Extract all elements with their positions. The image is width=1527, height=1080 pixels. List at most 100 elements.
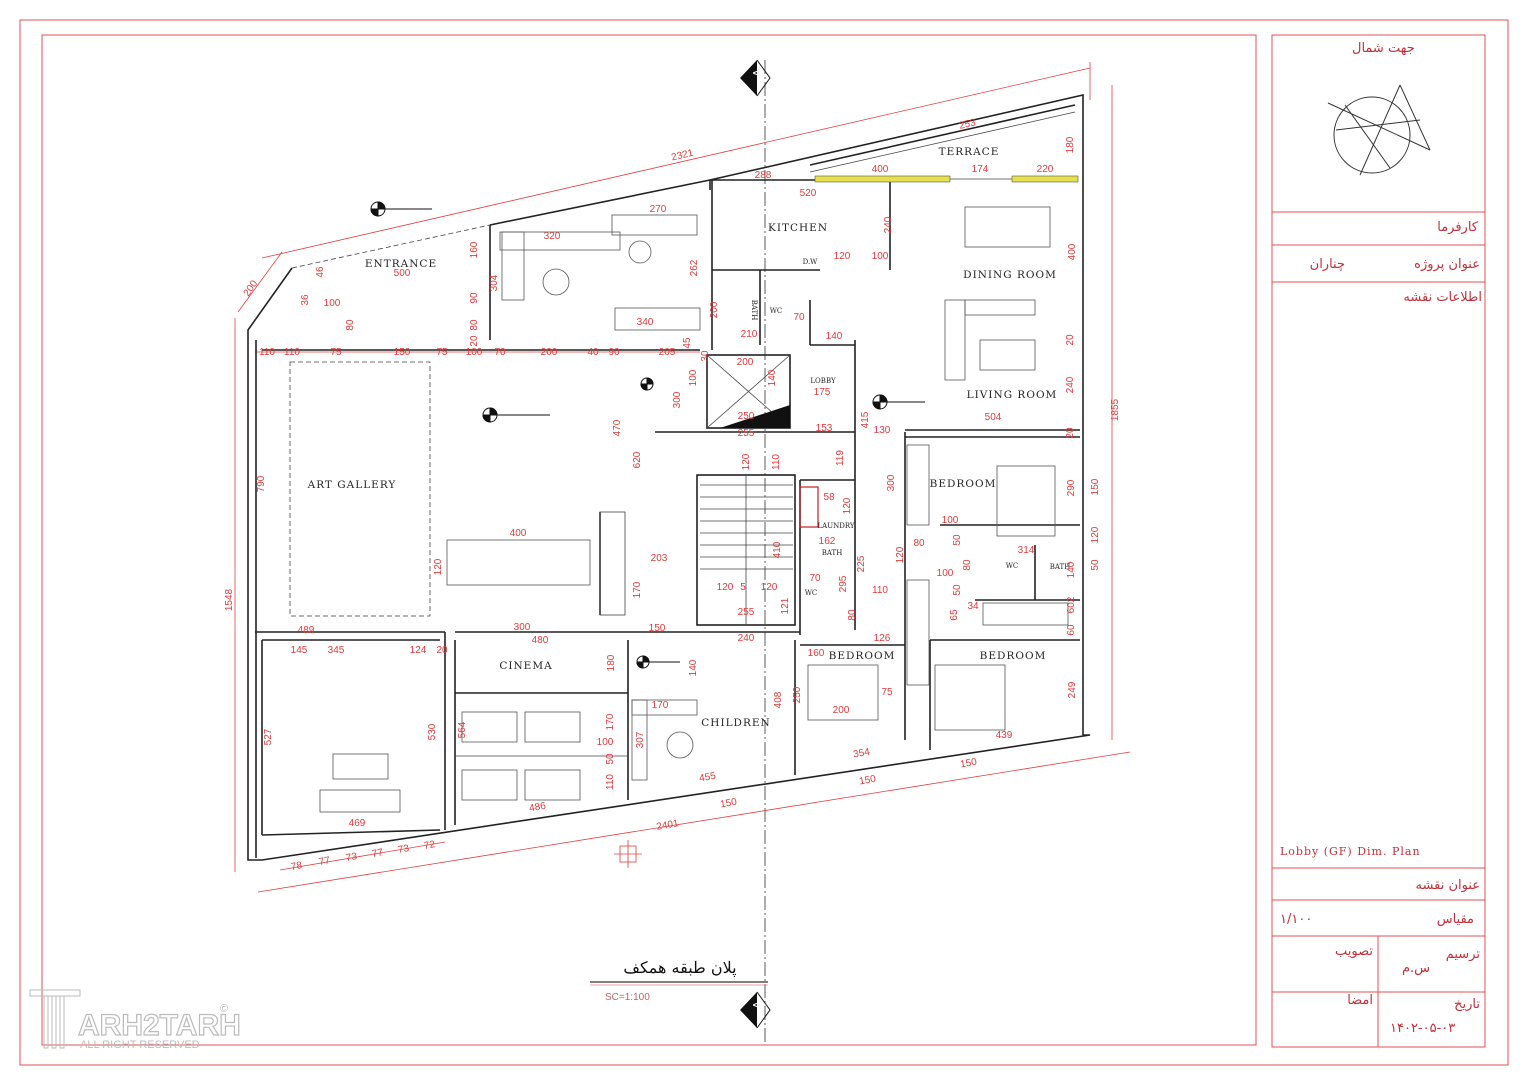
dimension-label: 400 — [510, 528, 527, 539]
dimension-label: 110 — [771, 454, 782, 470]
dimension-label: 520 — [800, 188, 817, 199]
dimension-label: 153 — [816, 423, 833, 434]
dimension-label: 304 — [489, 274, 500, 291]
dimension-label: 160 — [808, 648, 825, 659]
scale-note: SC=1:100 — [605, 992, 650, 1003]
dimension-label: 140 — [767, 369, 778, 386]
dimension-label: 300 — [672, 391, 683, 408]
room-label: BEDROOM — [829, 650, 896, 662]
room-label: D.W — [803, 258, 819, 266]
dimension-label: 200 — [242, 278, 261, 298]
dimension-label: 180 — [1065, 136, 1076, 153]
dimension-label: 175 — [814, 387, 831, 398]
dimension-label: 70 — [494, 347, 506, 358]
dimension-label: 500 — [394, 268, 411, 279]
dimension-label: 530 — [427, 723, 438, 740]
dimension-label: 225 — [856, 555, 867, 572]
dimension-label: 50 — [1090, 559, 1101, 571]
dimension-label: 150 — [959, 757, 978, 771]
title-block: جهت شمال کارفرما عنوان پروژه چناران اطلا… — [1271, 34, 1486, 1048]
dimension-label: 75 — [881, 687, 893, 698]
dimension-label: 80 — [469, 319, 480, 331]
dimension-label: 72 — [423, 839, 436, 852]
furniture — [289, 206, 1069, 813]
dimension-label: 70 — [793, 312, 805, 323]
room-label: DINING ROOM — [963, 269, 1057, 281]
room-label: LIVING ROOM — [967, 389, 1058, 401]
dimension-label: 170 — [632, 581, 643, 598]
dimension-label: 78 — [290, 860, 303, 873]
dimension-label: 255 — [738, 607, 755, 618]
dimension-label: 60 — [1066, 624, 1077, 636]
dimension-label: 121 — [780, 597, 791, 614]
dimension-label: 110 — [259, 347, 275, 358]
dimension-label: 120 — [895, 546, 906, 563]
dimension-label: 46 — [315, 266, 326, 278]
dimension-label: 250 — [738, 411, 755, 422]
dimension-label: 120 — [1090, 526, 1101, 543]
dimension-label: 354 — [852, 747, 871, 761]
arh2tarh-logo: ARH2TARH ALL RIGHT RESERVED © — [29, 989, 241, 1051]
dimension-label: 120 — [834, 251, 851, 262]
dimension-label: 602 — [1066, 596, 1077, 613]
dimension-label: 340 — [637, 317, 654, 328]
room-labels: TERRACE KITCHEN DINING ROOM ENTRANCE LIV… — [307, 146, 1071, 729]
dimension-label: 527 — [263, 728, 274, 745]
dimension-label: 80 — [345, 319, 356, 331]
north-arrow-icon — [1327, 84, 1431, 176]
building-walls — [247, 93, 1091, 861]
dimension-label: 300 — [514, 622, 531, 633]
level-markers — [370, 201, 925, 669]
drawing-caption: پلان طبقه همکف — [623, 958, 736, 977]
dimension-label: 110 — [605, 774, 616, 790]
scale-value: ۱/۱۰۰ — [1280, 912, 1312, 927]
dimension-label: 2321 — [670, 148, 695, 164]
dimension-label: 300 — [886, 474, 897, 491]
dimension-label: 410 — [772, 541, 783, 558]
dimension-label: 439 — [996, 730, 1013, 741]
dimension-label: 480 — [532, 635, 549, 646]
date-label: تاریخ — [1454, 997, 1480, 1012]
dimension-label: 50 — [952, 584, 963, 596]
dimension-label: 119 — [835, 450, 846, 466]
approved-label: تصویب — [1335, 944, 1373, 959]
date-value: ۱۴۰۲-۰۵-۰۳ — [1390, 1021, 1455, 1036]
dimension-label: 140 — [826, 331, 843, 342]
dimension-label: 504 — [985, 412, 1002, 423]
dimension-label: 162 — [819, 536, 836, 547]
dimension-label: 100 — [466, 347, 483, 358]
dimension-label: 249 — [1067, 681, 1078, 698]
dimension-label: 240 — [1065, 376, 1076, 393]
dimension-label: 415 — [860, 411, 871, 428]
dimension-label: 20 — [436, 645, 448, 656]
dimension-label: 455 — [698, 771, 717, 785]
dimension-label: 45 — [682, 337, 693, 349]
dimension-label: 170 — [605, 713, 616, 730]
svg-text:ALL RIGHT RESERVED: ALL RIGHT RESERVED — [80, 1039, 200, 1051]
dimension-label: 34 — [967, 601, 979, 612]
dimension-label: 77 — [371, 847, 384, 860]
dimension-label: 110 — [872, 585, 888, 596]
svg-text:©: © — [220, 1003, 228, 1015]
room-label: WC — [1006, 562, 1019, 570]
dimension-label: 100 — [937, 568, 954, 579]
drawing-frame — [41, 34, 1257, 1046]
dimension-label: 20 — [1065, 427, 1076, 439]
dimension-label: 80 — [847, 609, 858, 621]
dimension-label: 124 — [410, 645, 427, 656]
dimension-label: 320 — [544, 231, 561, 242]
dimension-label: 290 — [1066, 479, 1077, 496]
dimension-label: 150 — [858, 774, 877, 788]
dimension-label: 240 — [738, 633, 755, 644]
room-label: ART GALLERY — [307, 479, 397, 491]
dimension-label: 30 — [700, 350, 711, 362]
dimension-label: 40 — [587, 347, 599, 358]
north-label: جهت شمال — [1352, 41, 1415, 56]
drawing-title-label: عنوان نقشه — [1416, 878, 1480, 893]
dimension-labels: 2321 200 253 400 174 220 180 288 520 270… — [224, 117, 1121, 873]
dimension-label: 408 — [773, 691, 784, 708]
section-marker-bottom: A — [740, 991, 771, 1029]
dimension-label: 90 — [469, 292, 480, 304]
svg-text:ARH2TARH: ARH2TARH — [78, 1009, 241, 1042]
